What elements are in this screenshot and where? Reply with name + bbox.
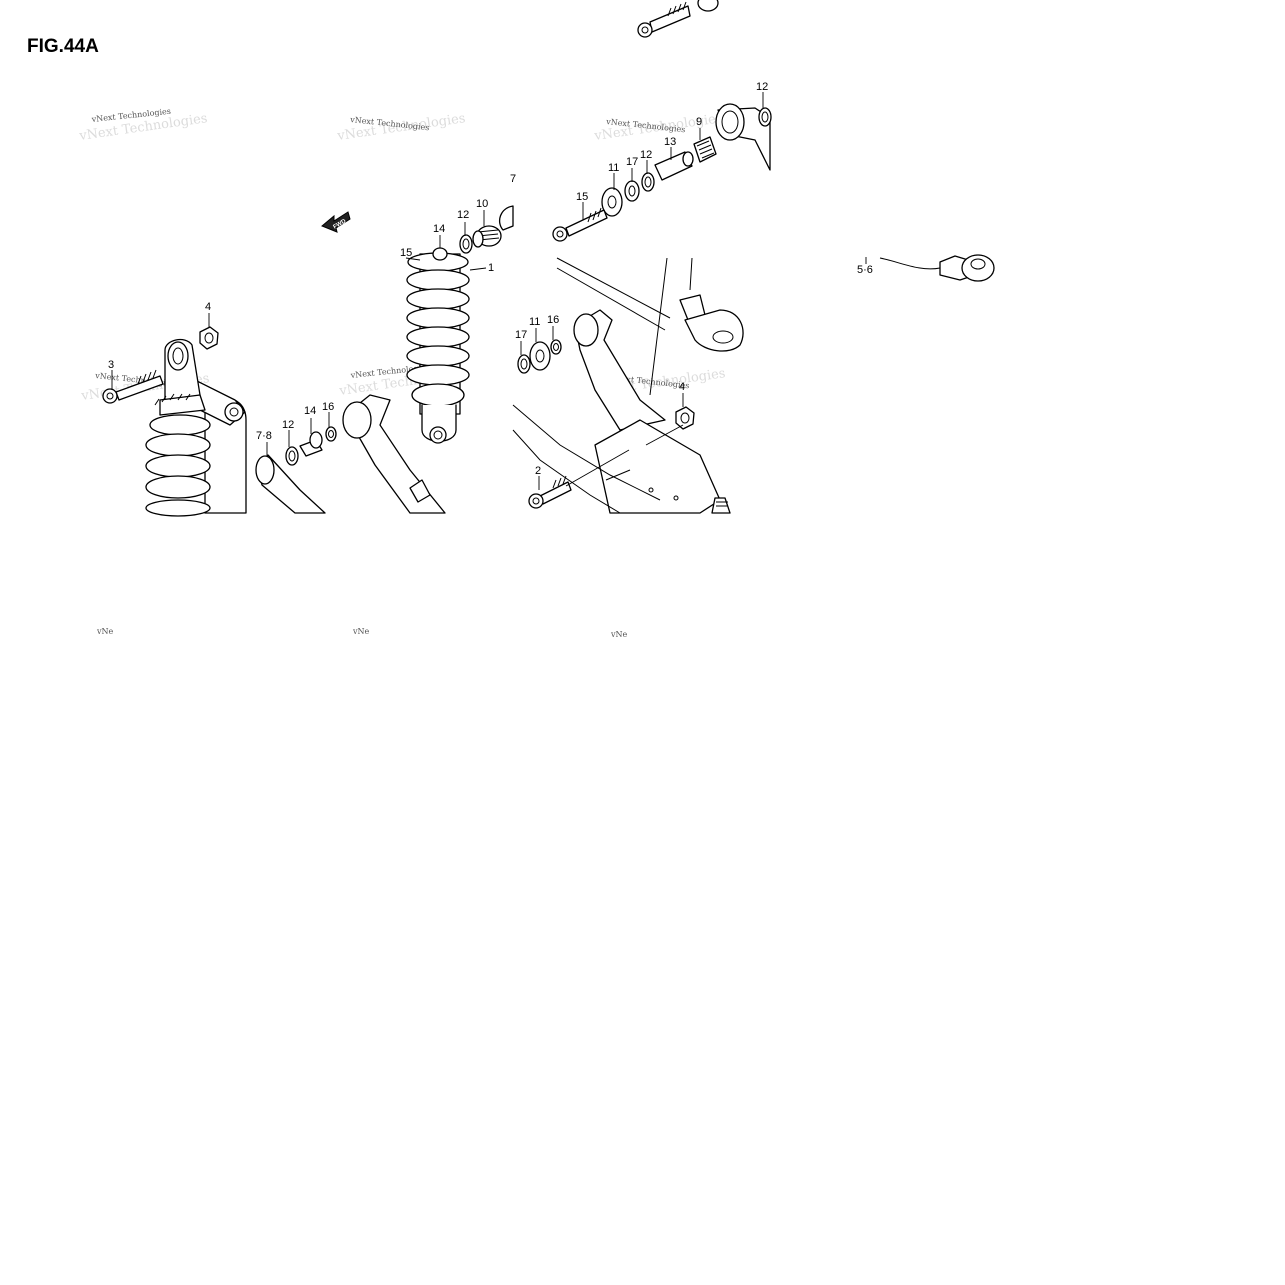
callout-16: 16	[322, 401, 334, 413]
washers-upper	[601, 172, 655, 217]
callout-10: 10	[476, 198, 488, 210]
callout-11: 11	[608, 162, 619, 174]
callout-14: 14	[304, 405, 316, 417]
callout-12: 12	[640, 149, 652, 161]
bolt-3-left	[102, 369, 164, 404]
callout-16: 16	[547, 314, 559, 326]
nut-4-right	[675, 406, 695, 430]
tie-rod-end	[879, 254, 995, 282]
lower-arm-center	[342, 394, 446, 514]
bushing-7-partial	[499, 205, 514, 231]
shock-absorber-left	[145, 338, 247, 517]
bushing-ring-12	[758, 107, 772, 127]
nut-4-left	[199, 326, 219, 350]
callout-7: 7	[510, 173, 516, 185]
figure-title: FIG.44A	[27, 36, 99, 57]
lower-arm-left	[255, 454, 326, 514]
callout-14: 14	[433, 223, 445, 235]
callout-9: 9	[696, 116, 702, 128]
callout-1: 1	[488, 262, 494, 274]
watermark-fragment: vNe	[610, 630, 628, 639]
leader-lines	[111, 92, 867, 490]
callout-labels: 4 3 7·8 12 14 16 14 15 12 10 7 1 15 11 1…	[108, 81, 873, 477]
callout-13: 13	[664, 136, 676, 148]
shock-absorber-center	[406, 247, 470, 444]
ring-12-mid	[459, 234, 473, 254]
callout-11: 11	[529, 316, 540, 328]
bushings-lower-left	[285, 426, 337, 466]
top-bolt	[637, 0, 719, 38]
callout-4: 4	[205, 301, 211, 313]
callout-17: 17	[626, 156, 638, 168]
callout-5-6: 5·6	[857, 264, 873, 276]
callout-17: 17	[515, 329, 527, 341]
sleeve-13	[654, 151, 694, 181]
callout-2: 2	[535, 465, 541, 477]
watermark-fragment: vNe	[96, 627, 114, 636]
callout-12: 12	[756, 81, 768, 93]
callout-15: 15	[576, 191, 588, 203]
bolt-15-upper	[552, 207, 608, 242]
bushing-9	[693, 136, 717, 163]
watermark-fragment: vNe	[352, 627, 370, 636]
callout-3: 3	[108, 359, 114, 371]
frame-right	[512, 257, 744, 514]
bushing-10	[472, 225, 502, 248]
callout-15: 15	[400, 247, 412, 259]
washers-lower	[517, 339, 562, 374]
bolt-2	[528, 475, 572, 509]
fwd-arrow-icon: FWD	[321, 211, 351, 233]
callout-12: 12	[282, 419, 294, 431]
upper-arm-right	[715, 103, 771, 171]
callout-12: 12	[457, 209, 469, 221]
callout-7-8: 7·8	[256, 430, 272, 442]
callout-4: 4	[679, 381, 685, 393]
